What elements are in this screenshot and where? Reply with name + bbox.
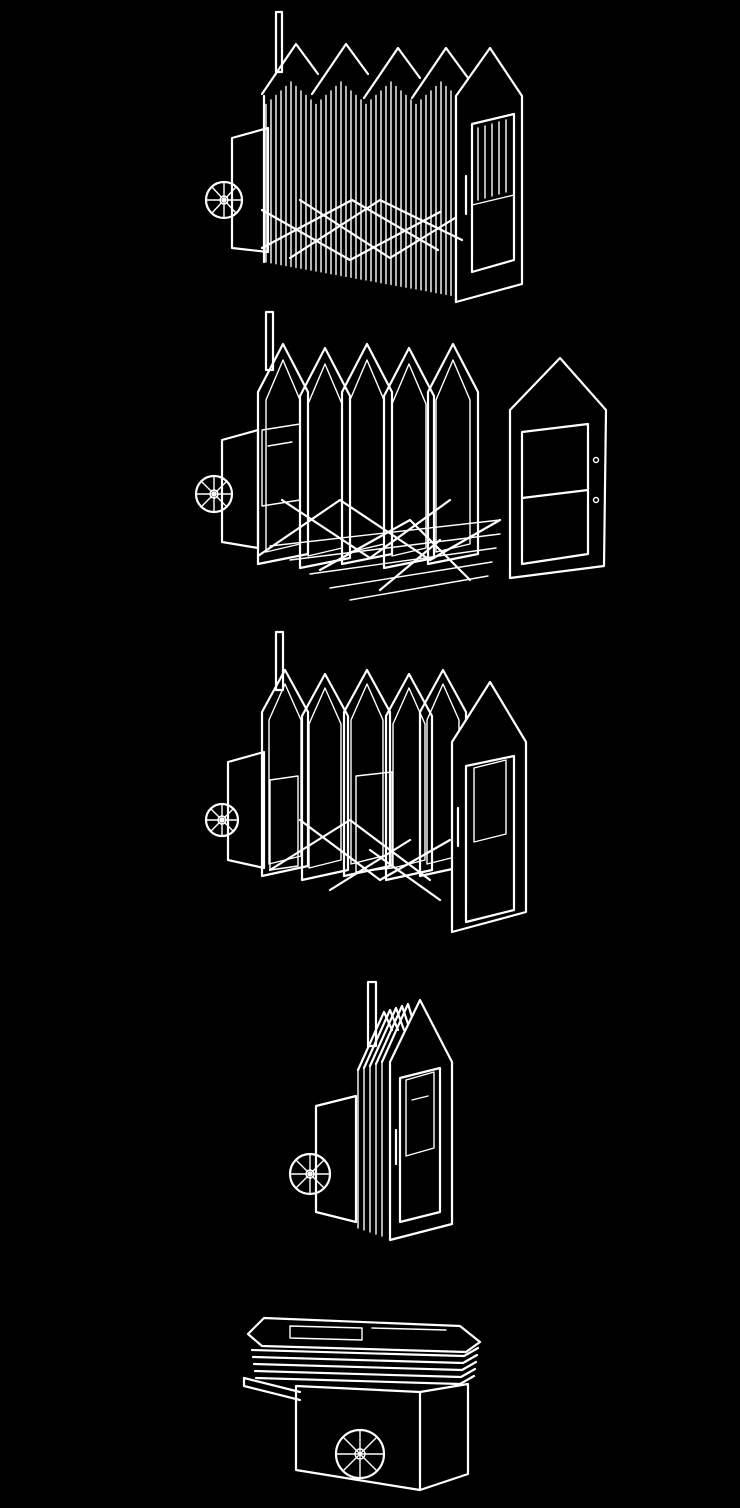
roof-gable-1 — [260, 42, 320, 96]
end-door — [520, 422, 590, 566]
back-panel — [220, 428, 260, 550]
interior-panels — [269, 771, 393, 873]
roof-gable-4 — [410, 46, 470, 100]
expanded-frame-5 — [426, 342, 480, 566]
stage-4-compact-cabin — [288, 980, 454, 1242]
frame-inner-1 — [265, 359, 301, 553]
folded-layer-4 — [253, 1367, 477, 1379]
wheel — [194, 474, 234, 514]
partial-frame-3 — [342, 668, 392, 878]
frame-inner-3 — [349, 359, 385, 553]
back-panel — [226, 750, 266, 870]
frame-inner-5 — [435, 359, 471, 553]
expanded-frames — [256, 342, 480, 570]
roof-gable-2 — [310, 42, 370, 96]
tray-lid — [246, 1316, 482, 1354]
door-knob-top — [592, 456, 600, 464]
folded-layer-3 — [252, 1360, 478, 1372]
door-window-bars — [471, 119, 515, 206]
folded-layer-5 — [254, 1374, 476, 1386]
cart-handle — [242, 1376, 302, 1402]
chimney — [274, 10, 284, 74]
wheel — [334, 1428, 386, 1480]
door-knob-bottom — [592, 496, 600, 504]
folded-layer-2 — [251, 1353, 479, 1365]
back-panel — [314, 1094, 358, 1224]
door-window — [473, 759, 507, 843]
roof-gable-3 — [362, 46, 422, 100]
wheel — [288, 1152, 332, 1196]
stage-1-collapsed-cabin — [204, 10, 524, 304]
partial-frame-4 — [384, 672, 434, 882]
wheel — [204, 180, 244, 220]
partial-frame-inner-4 — [392, 687, 426, 869]
stage-2-expanded-cabin — [194, 310, 608, 601]
stack-edges — [262, 94, 458, 304]
scissor-supports — [260, 198, 464, 262]
front-door — [398, 1066, 442, 1224]
front-door — [464, 754, 516, 924]
stacked-frames — [356, 1002, 418, 1237]
door — [470, 112, 516, 274]
folded-layer-1 — [250, 1346, 480, 1358]
cart-box — [294, 1382, 470, 1492]
partial-frame-inner-1 — [268, 683, 302, 865]
chimney — [366, 980, 378, 1048]
stage-3-partial-cabin — [204, 630, 528, 934]
front-panel — [388, 998, 454, 1242]
partial-frame-1 — [260, 668, 310, 878]
back-panel — [230, 126, 270, 254]
tray-recess — [289, 1325, 447, 1341]
stage-5-folded-cart — [242, 1316, 482, 1492]
door-window — [405, 1071, 435, 1157]
collapsed-frame-stack — [260, 42, 470, 304]
stacked-roof-3 — [368, 1006, 406, 1068]
partial-frame-2 — [300, 672, 350, 882]
wheel — [204, 802, 240, 838]
folded-frame-layers — [250, 1346, 480, 1386]
partial-frame-inner-3 — [350, 683, 384, 865]
front-panel — [450, 680, 528, 934]
scissor-braces — [268, 818, 452, 902]
interior-shelf — [261, 423, 301, 507]
chimney — [264, 310, 275, 372]
expanded-frame-4 — [382, 346, 436, 570]
stacked-roof-4 — [374, 1004, 412, 1066]
end-panel — [508, 356, 608, 580]
partial-frame-inner-2 — [308, 687, 342, 869]
scissor-braces — [256, 498, 502, 592]
